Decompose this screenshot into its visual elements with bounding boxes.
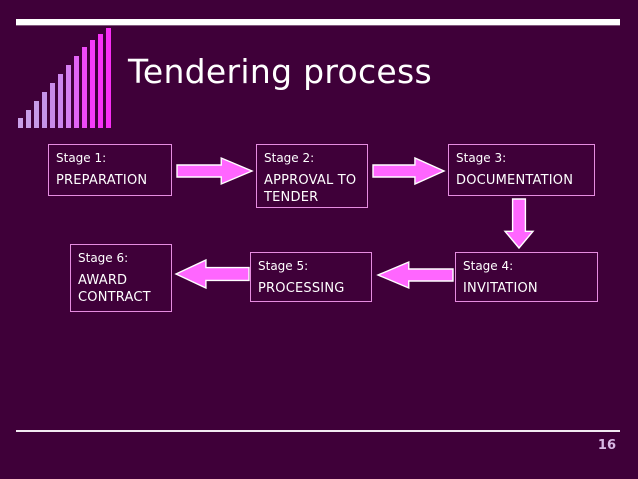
decoration-bar-12 [106,28,111,128]
flow-box-stage-1[interactable]: Stage 1: PREPARATION [48,144,172,196]
stage-1-name: PREPARATION [56,173,148,188]
flow-box-stage-6[interactable]: Stage 6: AWARD CONTRACT [70,244,172,312]
flow-box-stage-3[interactable]: Stage 3: DOCUMENTATION [448,144,595,196]
arrow-stage3-to-stage4-icon [503,198,535,250]
arrow-stage4-to-stage5-icon [376,260,454,290]
decoration-bar-7 [66,65,71,128]
decoration-bar-1 [18,118,23,128]
decoration-bar-3 [34,101,39,128]
gradient-bar-cluster-decoration [18,28,120,128]
stage-5-name: PROCESSING [258,281,345,296]
stage-6-label: Stage 6: [78,251,129,265]
arrow-stage5-to-stage6-icon [174,258,250,290]
stage-3-label: Stage 3: [456,151,507,165]
stage-2-name: APPROVAL TO TENDER [264,173,357,205]
decoration-bar-9 [82,47,87,128]
stage-6-name: AWARD CONTRACT [78,273,151,305]
flow-box-stage-4[interactable]: Stage 4: INVITATION [455,252,598,302]
flow-box-stage-5[interactable]: Stage 5: PROCESSING [250,252,372,302]
stage-5-label: Stage 5: [258,259,309,273]
decoration-bar-4 [42,92,47,128]
decoration-bar-10 [90,40,95,128]
decoration-bar-5 [50,83,55,128]
flow-box-stage-2[interactable]: Stage 2: APPROVAL TO TENDER [256,144,368,208]
stage-2-label: Stage 2: [264,151,315,165]
decoration-bar-2 [26,110,31,128]
decoration-bar-11 [98,34,103,128]
decoration-bar-8 [74,56,79,128]
stage-1-label: Stage 1: [56,151,107,165]
top-divider-rule [16,19,620,25]
stage-4-name: INVITATION [463,281,538,296]
stage-4-label: Stage 4: [463,259,514,273]
bottom-divider-rule [16,430,620,432]
arrow-stage2-to-stage3-icon [372,156,446,186]
page-title: Tendering process [128,52,433,91]
page-number: 16 [597,438,616,453]
arrow-stage1-to-stage2-icon [176,156,254,186]
stage-3-name: DOCUMENTATION [456,173,574,188]
decoration-bar-6 [58,74,63,128]
